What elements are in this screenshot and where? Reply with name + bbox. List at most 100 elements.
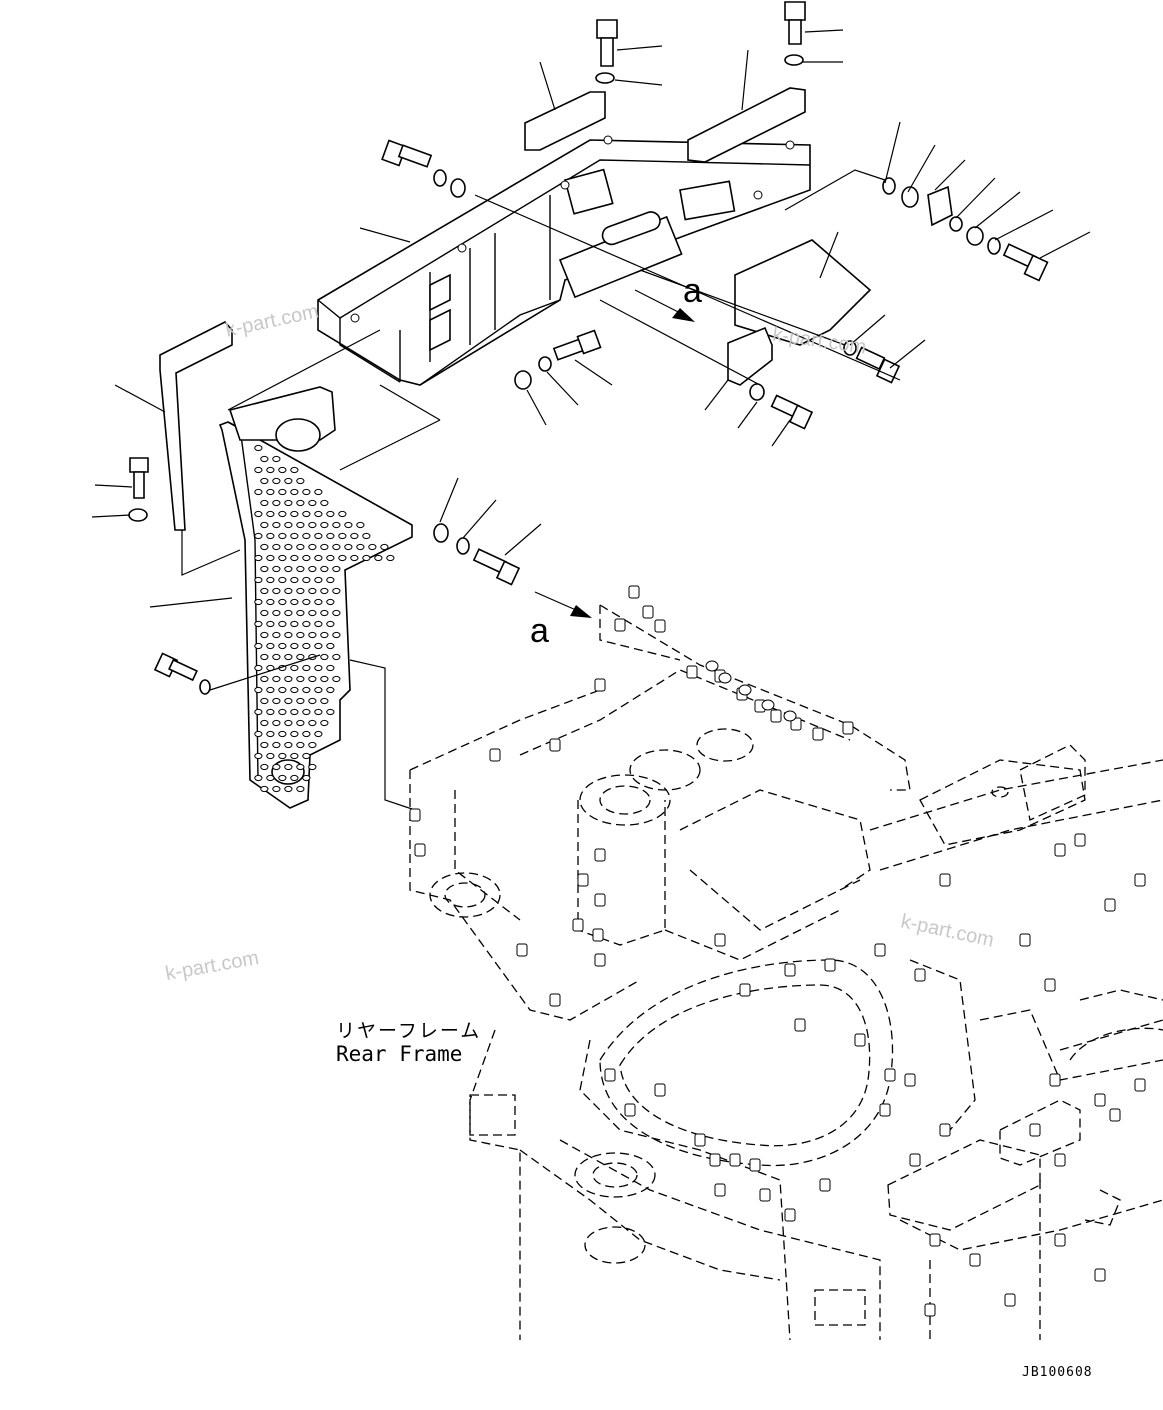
frame-boss [655,620,665,632]
perforation-hole [279,643,286,648]
perforation-hole [261,676,268,681]
perforation-hole [279,731,286,736]
perforation-hole [261,500,268,505]
perforation-hole [279,577,286,582]
upper-support-bracket [318,136,810,385]
frame-plate-hole [719,673,731,683]
perforation-hole [267,753,274,758]
perforation-hole [291,555,298,560]
perforation-hole [273,610,280,615]
perforation-hole [279,775,286,780]
perforation-hole [267,709,274,714]
frame-boss [715,1184,725,1196]
frame-boss [855,1034,865,1046]
perforation-hole [315,643,322,648]
assembly-guide-lines [182,170,885,810]
perforation-hole [297,522,304,527]
perforation-hole [297,676,304,681]
frame-boss [760,1189,770,1201]
frame-boss [1005,1294,1015,1306]
leader-lines [92,30,1090,607]
perforation-hole [279,621,286,626]
perforation-hole [261,720,268,725]
perforation-hole [255,467,262,472]
drawing-number: JB100608 [1022,1365,1093,1380]
frame-boss [1050,1074,1060,1086]
perforation-hole [321,544,328,549]
perforation-hole [309,742,316,747]
perforation-hole [321,632,328,637]
perforation-hole [261,588,268,593]
perforation-hole [291,731,298,736]
perforation-hole [315,511,322,516]
perforation-hole [279,753,286,758]
perforation-hole [309,764,316,769]
perforation-hole [285,478,292,483]
frame-boss [1020,934,1030,946]
perforation-hole [321,522,328,527]
frame-boss [1135,874,1145,886]
frame-boss [1135,1079,1145,1091]
perforation-hole [297,588,304,593]
perforation-hole [273,720,280,725]
perforation-hole [327,511,334,516]
perforation-hole [255,775,262,780]
perforation-hole [267,775,274,780]
frame-boss [595,849,605,861]
perforation-hole [261,786,268,791]
frame-boss [880,1104,890,1116]
perforation-hole [297,764,304,769]
frame-boss [885,1069,895,1081]
perforation-hole [255,577,262,582]
perforation-hole [285,500,292,505]
perforation-hole [315,489,322,494]
perforation-hole [267,555,274,560]
perforation-hole [261,764,268,769]
perforation-hole [273,698,280,703]
perforation-hole [273,456,280,461]
perforation-hole [261,478,268,483]
perforation-hole [291,621,298,626]
perforation-hole [327,687,334,692]
frame-boss [625,1104,635,1116]
frame-boss [1055,844,1065,856]
frame-boss [710,1154,720,1166]
frame-boss [785,964,795,976]
perforation-hole [303,643,310,648]
perforation-hole [255,731,262,736]
perforation-hole [333,676,340,681]
perforation-hole [273,500,280,505]
frame-boss [695,1134,705,1146]
perforation-hole [315,599,322,604]
perforation-hole [321,588,328,593]
frame-boss [785,1209,795,1221]
view-marker-a-lower: a [530,612,549,650]
frame-boss [1030,1124,1040,1136]
perforation-hole [303,599,310,604]
frame-boss [813,728,823,740]
perforation-hole [291,775,298,780]
frame-boss [771,710,781,722]
perforation-hole [363,533,370,538]
right-cover-plates [728,187,952,385]
perforation-hole [285,786,292,791]
perforation-hole [291,753,298,758]
perforation-hole [315,555,322,560]
perforation-hole [333,610,340,615]
perforation-hole [357,522,364,527]
perforation-hole [357,544,364,549]
perforation-hole [387,555,394,560]
perforation-hole [333,654,340,659]
frame-boss [410,809,420,821]
perforation-hole [351,555,358,560]
perforation-hole [255,643,262,648]
perforation-hole [255,599,262,604]
perforation-hole [291,577,298,582]
perforation-hole [351,533,358,538]
perforation-hole [285,720,292,725]
perforation-hole [255,621,262,626]
perforation-hole [363,555,370,560]
perforation-hole [315,687,322,692]
frame-boss [687,666,697,678]
perforation-hole [261,632,268,637]
